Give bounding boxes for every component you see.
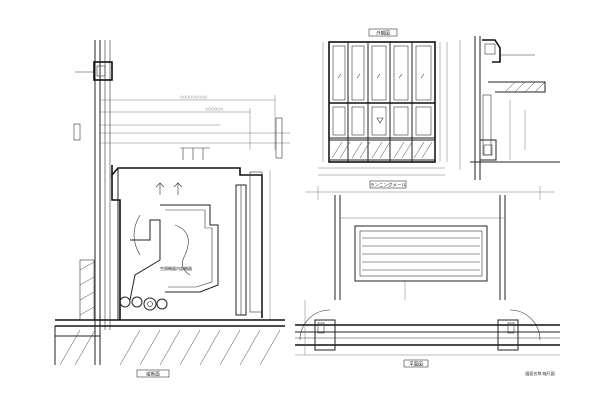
bottom-right-note: 図面名称 縮尺図 xyxy=(525,370,554,376)
side-detail-view xyxy=(459,36,560,180)
running-text-label: ランニングメール xyxy=(370,182,406,189)
section-caption: 縦断面 xyxy=(146,371,160,378)
section-view: ○○○○○○○○○ ○○○○○○ 空調機器内部機器 xyxy=(54,40,290,378)
left-inner-label: 空調機器内部機器 xyxy=(160,265,192,271)
svg-text:○○○○○○: ○○○○○○ xyxy=(205,107,223,111)
elevation-caption: 外観図 xyxy=(376,30,390,37)
plan-caption: 平面図 xyxy=(409,362,423,368)
elevation-view: 外観図 xyxy=(318,28,448,176)
plan-view: ランニングメール xyxy=(295,180,560,376)
svg-text:○○○○○○○○○: ○○○○○○○○○ xyxy=(180,95,208,99)
